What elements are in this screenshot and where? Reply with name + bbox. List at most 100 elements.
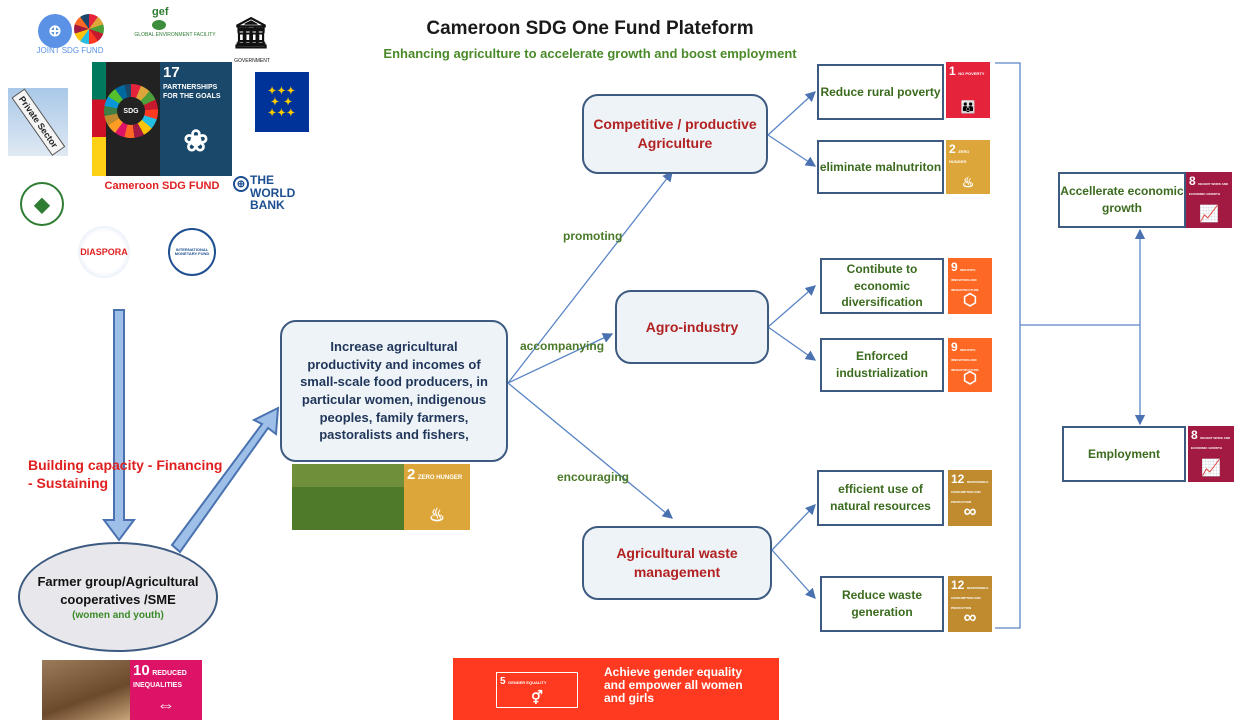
cube-icon: ⬡	[963, 292, 977, 310]
pillar-waste-management: Agricultural waste management	[582, 526, 772, 600]
sdg12-a-text: RESPONSIBLE CONSUMPTION AND PRODUCTION	[951, 480, 989, 505]
sdg9-tile-a: 9 INDUSTRY, INNOVATION AND INFRASTRUCTUR…	[948, 258, 992, 314]
outcome-industrialization-label: Enforced industrialization	[835, 349, 928, 380]
sdg12-tile-a: 12 RESPONSIBLE CONSUMPTION AND PRODUCTIO…	[948, 470, 992, 526]
sdg12-a-number: 12	[951, 472, 965, 486]
world-bank-globe-icon: ⊕	[233, 176, 249, 192]
sdg8-a-text: DECENT WORK AND ECONOMIC GROWTH	[1189, 182, 1229, 197]
equality-icon: ⇔	[157, 695, 175, 716]
family-icon: 👪	[960, 99, 976, 114]
joint-sdg-fund-label: JOINT SDG FUND	[36, 46, 104, 55]
growth-chart-icon: 📈	[1201, 460, 1221, 478]
pillar-agro-label: Agro-industry	[645, 318, 739, 335]
growth-chart-icon: 📈	[1199, 206, 1219, 224]
outcome-malnutrition-label: eliminate malnutriton	[819, 159, 942, 174]
up-arrow-shape	[170, 406, 280, 554]
bowl-icon: ♨	[961, 173, 975, 190]
sdg9-b-text: INDUSTRY, INNOVATION AND INFRASTRUCTURE	[951, 348, 979, 373]
bowl-icon: ♨	[428, 505, 446, 526]
sdg2-text: ZERO HUNGER	[949, 149, 970, 165]
sdg10-text: REDUCED INEQUALITIES	[133, 670, 187, 689]
sdg1-number: 1	[949, 64, 956, 78]
diaspora-label: DIASPORA	[80, 247, 128, 257]
result-economic-growth-label: Accellerate economic growth	[1060, 184, 1184, 215]
eu-flag-icon: ✦✦✦✦ ✦✦✦✦	[255, 72, 309, 132]
outcome-natural-resources-label: efficient use of natural resources	[830, 482, 931, 513]
sdg2-tile: 2 ZERO HUNGER ♨	[946, 140, 990, 194]
sdg2-center-number: 2	[407, 466, 416, 483]
sdg5-banner-text: Achieve gender equality and empower all …	[604, 665, 743, 706]
outcome-diversification-label: Contibute to economic diversification	[841, 261, 923, 310]
gef-globe-icon	[152, 20, 166, 30]
result-employment-label: Employment	[1087, 446, 1160, 461]
world-bank-label: THE WORLD BANK	[250, 173, 296, 213]
sdg8-tile-b: 8 DECENT WORK AND ECONOMIC GROWTH 📈	[1188, 426, 1234, 482]
outcome-malnutrition: eliminate malnutriton	[817, 140, 944, 194]
sdg17-tile: 17 PARTNERSHIPS FOR THE GOALS ❀	[160, 62, 232, 176]
sdg2-center-tile: 2 ZERO HUNGER ♨	[404, 464, 470, 530]
private-sector-sign: Private Sector	[8, 88, 68, 156]
sdg10-tile: 10 REDUCED INEQUALITIES ⇔	[130, 660, 202, 720]
result-economic-growth: Accellerate economic growth	[1058, 172, 1186, 228]
sdg2-number: 2	[949, 142, 956, 156]
government-building-icon: 🏛	[228, 10, 274, 58]
african-union-logo: ◆	[20, 182, 64, 226]
imf-label: INTERNATIONAL MONETARY FUND	[174, 246, 210, 256]
outcome-rural-poverty-label: Reduce rural poverty	[820, 84, 941, 99]
un-logo: ⊕	[38, 14, 72, 48]
pillar-competitive-agriculture: Competitive / productive Agriculture	[582, 94, 768, 174]
sdg10-number: 10	[133, 662, 150, 679]
sdg17-number: 17	[163, 64, 180, 81]
sdg12-tile-b: 12 RESPONSIBLE CONSUMPTION AND PRODUCTIO…	[948, 576, 992, 632]
sdg5-mini-tile: 5 GENDER EQUALITY ⚥	[496, 672, 578, 708]
farmer-group-sub: (women and youth)	[72, 610, 164, 622]
sdg-wheel-icon	[74, 14, 104, 44]
result-employment: Employment	[1062, 426, 1186, 482]
field-workers-photo	[292, 464, 404, 530]
government-label: GOVERNMENT	[234, 58, 270, 64]
gef-caption: GLOBAL ENVIRONMENT FACILITY	[134, 32, 216, 38]
outcome-waste-generation-label: Reduce waste generation	[841, 588, 923, 619]
sdg8-tile-a: 8 DECENT WORK AND ECONOMIC GROWTH 📈	[1186, 172, 1232, 228]
flower-icon: ❀	[183, 125, 209, 158]
pillar-competitive-label: Competitive / productive Agriculture	[593, 116, 757, 151]
sdg12-b-text: RESPONSIBLE CONSUMPTION AND PRODUCTION	[951, 586, 989, 611]
down-arrow-shape	[102, 309, 136, 542]
sdg9-a-number: 9	[951, 260, 958, 274]
sdg-fund-wheel-icon: SDG	[104, 84, 158, 138]
gef-logo: gef	[152, 6, 169, 18]
sdg9-tile-b: 9 INDUSTRY, INNOVATION AND INFRASTRUCTUR…	[948, 338, 992, 392]
farmers-field-photo	[42, 660, 130, 720]
infinity-icon: ∞	[963, 501, 977, 522]
sdg9-a-text: INDUSTRY, INNOVATION AND INFRASTRUCTURE	[951, 268, 979, 293]
sdg12-b-number: 12	[951, 578, 965, 592]
edge-label-promoting: promoting	[563, 229, 623, 243]
page-subtitle: Enhancing agriculture to accelerate grow…	[383, 46, 797, 61]
imf-seal: INTERNATIONAL MONETARY FUND	[168, 228, 216, 276]
diaspora-logo: DIASPORA	[78, 226, 130, 278]
sdg2-center-text: ZERO HUNGER	[417, 475, 463, 481]
outcome-natural-resources: efficient use of natural resources	[817, 470, 944, 526]
sdg8-a-number: 8	[1189, 174, 1196, 188]
cameroon-flag-stripe	[92, 62, 106, 176]
sdg8-b-text: DECENT WORK AND ECONOMIC GROWTH	[1191, 436, 1231, 451]
page-title: Cameroon SDG One Fund Plateform	[426, 18, 754, 39]
sdg5-text: GENDER EQUALITY	[508, 680, 547, 685]
sdg8-b-number: 8	[1191, 428, 1198, 442]
outcome-rural-poverty: Reduce rural poverty	[817, 64, 944, 120]
outcome-diversification: Contibute to economic diversification	[820, 258, 944, 314]
pillar-waste-label: Agricultural waste management	[616, 545, 738, 580]
cube-icon: ⬡	[963, 370, 977, 388]
main-goal-label: Increase agricultural productivity and i…	[300, 339, 488, 443]
farmer-group-node: Farmer group/Agricultural cooperatives /…	[18, 542, 218, 652]
private-sector-label: Private Sector	[11, 88, 65, 156]
outcome-industrialization: Enforced industrialization	[820, 338, 944, 392]
sdg5-number: 5	[500, 676, 506, 687]
sdg9-b-number: 9	[951, 340, 958, 354]
infinity-icon: ∞	[963, 607, 977, 628]
main-goal-node: Increase agricultural productivity and i…	[280, 320, 508, 462]
outcome-waste-generation: Reduce waste generation	[820, 576, 944, 632]
sdg1-text: NO POVERTY	[958, 71, 985, 76]
sdg-fund-label: Cameroon SDG FUND	[104, 180, 220, 192]
